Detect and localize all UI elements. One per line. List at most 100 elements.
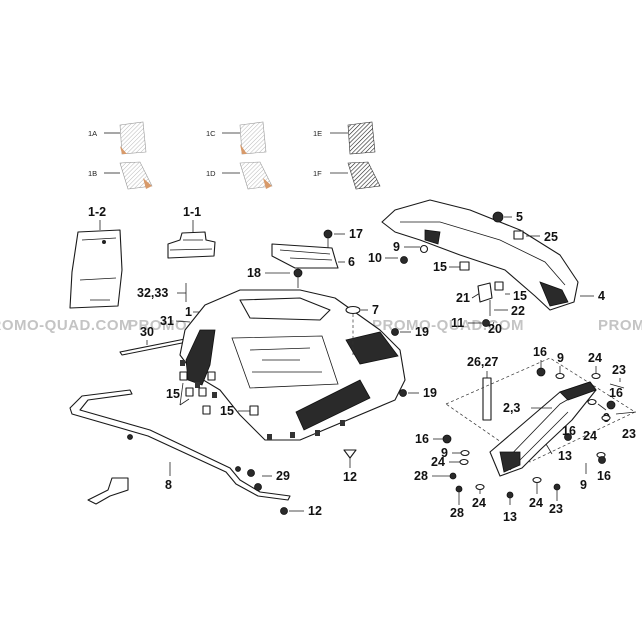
svg-text:11: 11 — [451, 316, 464, 330]
svg-text:25: 25 — [544, 230, 558, 244]
bolt-23-a: 23 — [609, 363, 626, 389]
svg-text:19: 19 — [415, 325, 429, 339]
svg-text:1: 1 — [185, 305, 192, 319]
svg-text:PROMO-QUAD.COM: PROMO-QUAD.COM — [598, 317, 642, 334]
svg-text:1-2: 1-2 — [88, 205, 106, 219]
bolt-28-a: 28 — [414, 469, 457, 483]
svg-text:9: 9 — [580, 478, 587, 492]
clip-15-center: 15 — [220, 404, 259, 418]
bolt-12-lower: 12 — [280, 504, 322, 518]
washer-9-c: 9 — [587, 398, 610, 425]
clip-15-right: 15 — [494, 281, 527, 303]
grommet-7: 7 — [345, 303, 379, 355]
bolt-23-c: 23 — [549, 483, 563, 516]
svg-text:22: 22 — [511, 304, 525, 318]
screw-19-upper: 19 — [391, 325, 429, 339]
washer-9-upper: 9 — [393, 240, 429, 254]
svg-text:31: 31 — [160, 314, 174, 328]
svg-text:28: 28 — [414, 469, 428, 483]
svg-text:24: 24 — [583, 429, 597, 443]
bolt-13-a: 13 — [545, 443, 572, 463]
grab-bar-4: 4 — [381, 199, 605, 311]
screw-19-lower: 19 — [399, 386, 437, 400]
nut-16-e: 16 — [597, 456, 611, 483]
svg-text:9: 9 — [557, 351, 564, 365]
heat-shield-1-2: 1-2 — [69, 205, 123, 309]
washer-24-b: 24 — [583, 414, 611, 443]
svg-text:4: 4 — [598, 289, 605, 303]
svg-text:1E: 1E — [313, 129, 322, 138]
svg-text:15: 15 — [513, 289, 527, 303]
svg-text:5: 5 — [516, 210, 523, 224]
nut-16-c: 16 — [415, 432, 452, 446]
svg-text:8: 8 — [165, 478, 172, 492]
decal-1e: 1E — [313, 121, 376, 155]
cap-5: 5 — [492, 210, 523, 224]
bracket-1-1: 1-1 — [167, 205, 216, 259]
svg-text:1-1: 1-1 — [183, 205, 201, 219]
washer-9-b: 9 — [555, 351, 565, 380]
washer-24-d: 24 — [472, 483, 486, 510]
svg-text:24: 24 — [588, 351, 602, 365]
rear-guard-2-3: 2,3 — [445, 357, 636, 477]
bolt-29: 29 — [247, 469, 290, 491]
washer-9-d: 9 — [441, 446, 470, 460]
svg-text:32,33: 32,33 — [137, 286, 168, 300]
svg-text:18: 18 — [247, 266, 261, 280]
svg-text:9: 9 — [393, 240, 400, 254]
nut-16-b: 16 — [606, 386, 623, 410]
washer-24-c: 24 — [431, 455, 469, 469]
svg-text:17: 17 — [349, 227, 363, 241]
svg-text:6: 6 — [348, 255, 355, 269]
svg-text:20: 20 — [488, 322, 502, 336]
svg-text:19: 19 — [423, 386, 437, 400]
svg-text:15: 15 — [166, 387, 180, 401]
screw-12-center: 12 — [343, 449, 357, 484]
svg-text:15: 15 — [433, 260, 447, 274]
svg-text:12: 12 — [308, 504, 322, 518]
bracket-6: 6 — [271, 243, 355, 269]
svg-text:26,27: 26,27 — [467, 355, 498, 369]
svg-text:12: 12 — [343, 470, 357, 484]
svg-text:21: 21 — [456, 291, 470, 305]
svg-text:PROMO-QUAD.COM: PROMO-QUAD.COM — [0, 317, 132, 334]
bolt-18: 18 — [247, 266, 303, 288]
bolt-22: 22 — [489, 300, 525, 318]
svg-text:15: 15 — [220, 404, 234, 418]
svg-text:1F: 1F — [313, 169, 322, 178]
bolt-17: 17 — [323, 227, 363, 260]
svg-text:16: 16 — [533, 345, 547, 359]
svg-text:24: 24 — [529, 496, 543, 510]
svg-text:28: 28 — [450, 506, 464, 520]
nut-16-a: 16 — [533, 345, 547, 377]
clip-15-upper: 15 — [433, 260, 470, 274]
svg-text:16: 16 — [415, 432, 429, 446]
rear-fender-1: 1 — [179, 289, 406, 441]
svg-text:1D: 1D — [206, 169, 216, 178]
svg-text:13: 13 — [558, 449, 572, 463]
clips-15-left: 15 — [166, 371, 216, 415]
svg-text:24: 24 — [431, 455, 445, 469]
svg-text:1B: 1B — [88, 169, 97, 178]
washer-24-e: 24 — [529, 476, 543, 510]
decal-1a: 1A — [88, 121, 147, 155]
svg-text:24: 24 — [472, 496, 486, 510]
frame-bar-8: 8 — [69, 389, 291, 505]
bolt-26-27: 26,27 — [467, 355, 498, 421]
bolt-13-b: 13 — [503, 491, 517, 524]
rod-30: 32,33 30 31 — [119, 283, 193, 356]
svg-text:23: 23 — [612, 363, 626, 377]
bracket-21: 21 — [456, 282, 493, 305]
decal-1c: 1C — [206, 121, 267, 155]
svg-text:1A: 1A — [88, 129, 97, 138]
svg-text:1C: 1C — [206, 129, 216, 138]
nut-25: 25 — [513, 230, 558, 244]
svg-text:16: 16 — [562, 424, 576, 438]
nut-20: 20 — [488, 321, 502, 336]
svg-text:7: 7 — [372, 303, 379, 317]
svg-text:10: 10 — [368, 251, 382, 265]
decal-1b: 1B — [88, 161, 153, 190]
decal-1d: 1D — [206, 161, 273, 190]
nut-10: 10 — [368, 251, 408, 265]
